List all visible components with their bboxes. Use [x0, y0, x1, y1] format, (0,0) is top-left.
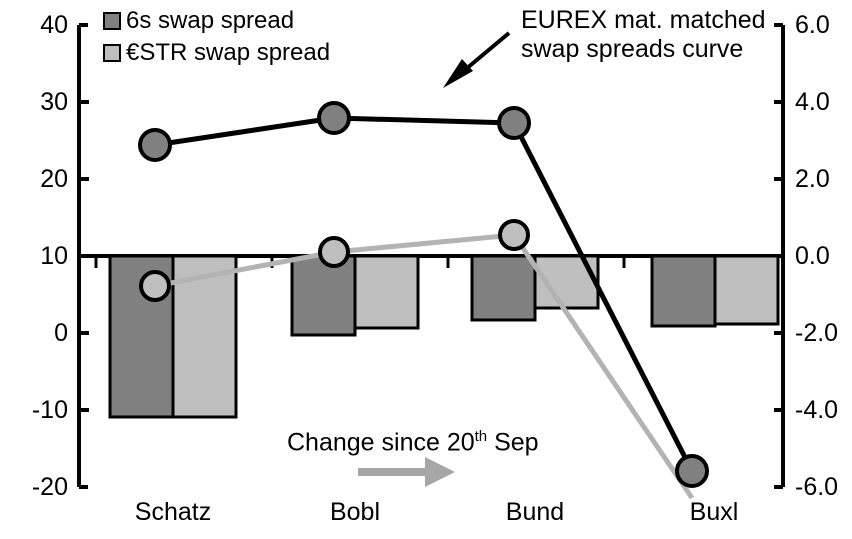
x-axis-label-bobl: Bobl [329, 498, 381, 526]
right-axis-tick-label-2: 2.0 [795, 165, 830, 193]
left-axis-tick-label-10: 10 [40, 242, 68, 270]
left-axis-tick-label-neg20: -20 [31, 473, 68, 501]
left-axis [77, 23, 89, 489]
bar-group-bobl [290, 254, 420, 337]
legend-item-estr-swap-spread: €STR swap spread [103, 38, 330, 68]
change-note-superscript: th [474, 428, 488, 445]
left-axis-tick-label-40: 40 [40, 11, 68, 39]
right-axis-tick-label-0: 0.0 [795, 242, 830, 270]
annotation-eurex-curve: EUREX mat. matched swap spreads curve [521, 6, 766, 64]
annotation-arrow-icon [443, 31, 511, 88]
legend: 6s swap spread €STR swap spread [103, 6, 330, 70]
left-axis-tick-label-30: 30 [40, 88, 68, 116]
x-axis-label-schatz: Schatz [134, 498, 212, 526]
series-line-change-gray [139, 219, 695, 500]
bar-bund-6s [470, 254, 537, 322]
marker-gray-schatz [139, 270, 171, 302]
bar-buxl-estr [713, 254, 780, 326]
legend-swatch-dark-icon [103, 12, 121, 30]
annotation-line-1: EUREX mat. matched [521, 6, 766, 34]
legend-label-6s-swap-spread: 6s swap spread [126, 7, 295, 34]
marker-gray-bund [498, 219, 530, 251]
change-note-suffix: Sep [487, 428, 539, 457]
right-axis-tick-label-4: 4.0 [795, 88, 830, 116]
left-axis-tick-label-20: 20 [40, 165, 68, 193]
right-axis-tick-label-6: 6.0 [795, 11, 830, 39]
bar-bobl-6s [290, 254, 357, 337]
legend-swatch-light-icon [103, 44, 121, 62]
left-axis-tick-label-0: 0 [54, 319, 68, 347]
bar-buxl-6s [650, 254, 717, 328]
change-direction-arrow-icon [358, 457, 455, 487]
marker-black-schatz [138, 128, 172, 162]
marker-black-buxl [675, 454, 709, 488]
legend-label-estr-swap-spread: €STR swap spread [126, 39, 331, 66]
series-line-eurex-black [138, 101, 709, 488]
marker-gray-bobl [318, 236, 350, 268]
right-axis-tick-label-neg6: -6.0 [795, 473, 839, 501]
bar-group-buxl [650, 254, 780, 328]
change-note-prefix: Change since 20 [287, 428, 475, 457]
legend-item-6s-swap-spread: 6s swap spread [103, 6, 330, 36]
bar-bobl-estr [353, 254, 420, 330]
marker-black-bobl [317, 101, 351, 135]
annotation-line-2: swap spreads curve [521, 34, 744, 63]
marker-black-bund [497, 106, 531, 140]
x-axis-label-bund: Bund [505, 498, 565, 526]
right-axis-tick-label-neg2: -2.0 [795, 319, 839, 347]
x-axis-label-buxl: Buxl [689, 498, 739, 526]
change-since-note: Change since 20th Sep [287, 428, 539, 457]
right-axis-tick-label-neg4: -4.0 [795, 396, 839, 424]
left-axis-tick-label-neg10: -10 [31, 396, 68, 424]
